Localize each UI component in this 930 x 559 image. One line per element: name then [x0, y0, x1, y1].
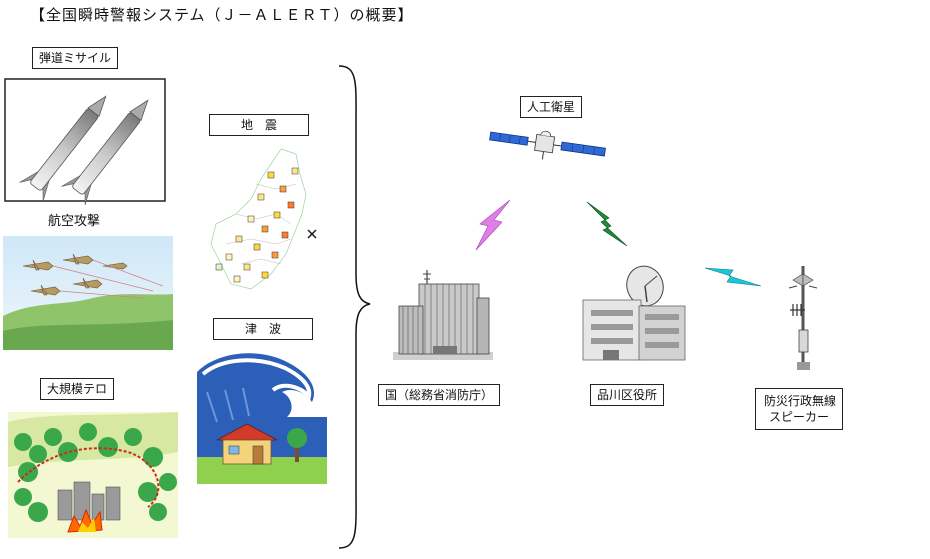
label-satellite: 人工衛星 [520, 96, 583, 118]
label-speaker: 防災行政無線 スピーカー [755, 388, 843, 430]
ward-office-image [582, 265, 686, 361]
diagram-title: 【全国瞬時警報システム（Ｊ－ＡＬＥＲＴ）の概要】 [30, 6, 414, 24]
label-missile: 弾道ミサイル [32, 47, 119, 69]
earthquake-map [210, 148, 317, 290]
missile-image [4, 78, 166, 206]
terror-image [8, 412, 178, 538]
label-national-government: 国（総務省消防庁） [378, 384, 501, 406]
label-speaker-line1: 防災行政無線 [764, 394, 837, 408]
label-air-attack: 航空攻撃 [48, 214, 101, 229]
label-speaker-line2: スピーカー [768, 410, 829, 424]
lightning-satellite-to-ward [586, 201, 628, 247]
speaker-tower-image [788, 266, 818, 370]
satellite-icon [489, 130, 606, 160]
label-earthquake: 地 震 [209, 114, 309, 136]
national-building-image [393, 270, 493, 360]
label-terror: 大規模テロ [40, 378, 115, 400]
tsunami-image [197, 352, 327, 484]
lightning-satellite-to-national [475, 199, 511, 251]
lightning-ward-to-speaker [704, 267, 762, 287]
grouping-brace [338, 65, 371, 549]
air-attack-image [3, 236, 173, 350]
label-ward-office: 品川区役所 [590, 384, 665, 406]
label-tsunami: 津 波 [213, 318, 313, 340]
